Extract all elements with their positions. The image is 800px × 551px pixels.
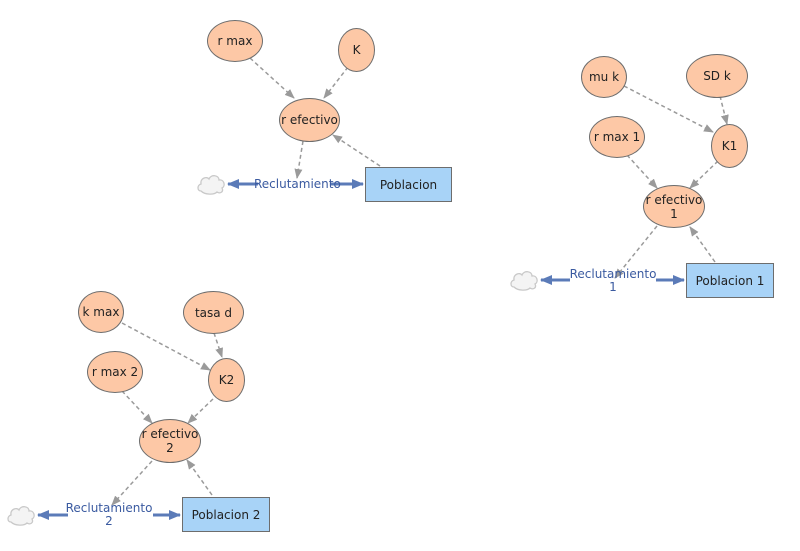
link-rmax1-to-refectivo1[interactable] [626, 154, 658, 189]
variable-k[interactable]: K [338, 28, 375, 72]
stock-poblacion-1[interactable]: Poblacion 1 [686, 263, 774, 298]
flow-label-reclutamiento[interactable]: Reclutamiento [254, 177, 341, 191]
link-muk-to-k1[interactable] [623, 85, 714, 133]
link-tasad-to-k2[interactable] [213, 332, 223, 358]
variable-mu-k[interactable]: mu k [581, 56, 627, 98]
link-rmax2-to-refectivo2[interactable] [121, 390, 153, 424]
variable-r-max-2[interactable]: r max 2 [87, 351, 143, 393]
variable-r-max[interactable]: r max [207, 20, 263, 62]
variable-k1[interactable]: K1 [711, 124, 748, 168]
link-refectivo2-to-reclutamiento2[interactable] [111, 460, 153, 506]
flow-label-reclutamiento-1[interactable]: Reclutamiento 1 [569, 267, 657, 294]
variable-r-efectivo-1[interactable]: r efectivo 1 [643, 185, 705, 228]
stock-poblacion[interactable]: Poblacion [365, 167, 452, 202]
link-refectivo-to-reclutamiento[interactable] [294, 140, 304, 179]
cloud-icon [7, 506, 35, 526]
variable-r-max-1[interactable]: r max 1 [589, 116, 645, 158]
link-k2-to-refectivo2[interactable] [187, 398, 214, 424]
stock-poblacion-2[interactable]: Poblacion 2 [182, 497, 270, 532]
variable-r-efectivo-2[interactable]: r efectivo 2 [139, 419, 201, 463]
link-poblacion2-to-refectivo2[interactable] [186, 459, 213, 496]
link-sdk-to-k1[interactable] [719, 95, 729, 125]
variable-sd-k[interactable]: SD k [686, 54, 748, 98]
variable-tasa-d[interactable]: tasa d [183, 291, 244, 334]
variable-k2[interactable]: K2 [208, 358, 245, 402]
link-kmax-to-k2[interactable] [121, 322, 211, 371]
link-rmax-to-refectivo[interactable] [249, 57, 295, 99]
cloud-icon [197, 175, 225, 195]
link-poblacion-to-refectivo[interactable] [332, 134, 381, 167]
link-poblacion1-to-refectivo1[interactable] [689, 226, 716, 263]
link-k1-to-refectivo1[interactable] [689, 160, 719, 189]
variable-k-max[interactable]: k max [78, 291, 124, 333]
cloud-icon [510, 271, 538, 291]
link-k-to-refectivo[interactable] [323, 66, 349, 99]
flow-label-reclutamiento-2[interactable]: Reclutamiento 2 [65, 501, 153, 528]
variable-r-efectivo[interactable]: r efectivo [279, 98, 340, 142]
